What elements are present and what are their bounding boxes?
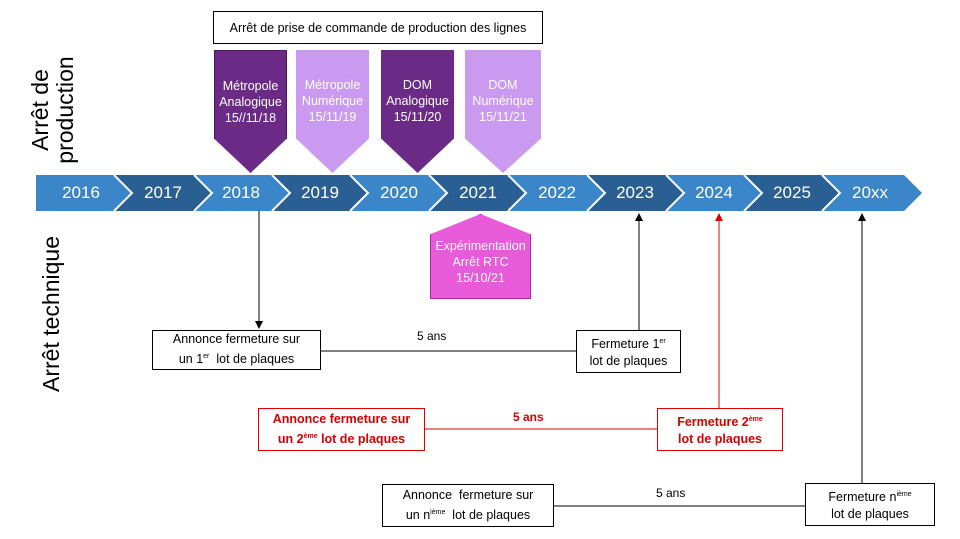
text-part: un 1 xyxy=(178,352,204,367)
closure-batch-2-line1: Fermeture 2ème xyxy=(658,411,782,431)
chevron-2024 xyxy=(666,175,762,211)
year-label-20xx: 20xx xyxy=(852,183,888,202)
pentagon-line: Métropole xyxy=(304,78,361,92)
side-label-technique: Arrêt technique xyxy=(38,236,64,392)
announce-batch-1: Annonce fermeture sur un 1er lot de plaq… xyxy=(152,330,321,370)
text-part: lot de plaques xyxy=(317,432,406,447)
chevron-2025 xyxy=(744,175,840,211)
pentagon-line: DOM xyxy=(402,78,433,92)
superscript: ème xyxy=(303,432,318,440)
pentagon-dom-analogique: DOM Analogique 15/11/20 xyxy=(381,50,454,173)
pentagon-line: Numérique xyxy=(301,94,364,108)
closure-batch-1: Fermeture 1er lot de plaques xyxy=(576,330,681,373)
year-label-2024: 2024 xyxy=(695,183,733,202)
text-part: Fermeture n xyxy=(828,490,897,505)
chevron-20xx xyxy=(822,175,922,211)
experimentation-line: Expérimentation xyxy=(435,239,526,253)
duration-batch-2: 5 ans xyxy=(513,410,544,424)
pentagon-line: 15/11/20 xyxy=(393,110,442,124)
year-label-2021: 2021 xyxy=(459,183,497,202)
year-label-2023: 2023 xyxy=(616,183,654,202)
text-part: lot de plaques xyxy=(209,352,295,367)
closure-batch-n-line2: lot de plaques xyxy=(831,507,909,522)
chevron-2020 xyxy=(350,175,447,211)
chevron-2023 xyxy=(587,175,684,211)
chevron-2021 xyxy=(429,175,526,211)
pentagon-dom-numerique: DOM Numérique 15/11/21 xyxy=(465,50,541,173)
closure-batch-n-line1: Fermeture nième xyxy=(806,486,934,506)
text-part: Fermeture 1 xyxy=(591,337,660,352)
pentagon-line: Numérique xyxy=(472,94,534,108)
text-part: lot de plaques xyxy=(445,508,531,523)
closure-batch-2: Fermeture 2ème lot de plaques xyxy=(657,408,783,451)
experimentation-pentagon: Expérimentation Arrêt RTC 15/10/21 xyxy=(430,214,531,299)
timeline-chevrons xyxy=(36,175,922,211)
year-label-2020: 2020 xyxy=(380,183,418,202)
pentagon-line: 15//11/18 xyxy=(224,111,277,125)
superscript: ième xyxy=(896,490,912,498)
text-part: un n xyxy=(405,508,431,523)
announce-batch-n: Annonce fermeture sur un nième lot de pl… xyxy=(382,484,554,527)
chevron-2022 xyxy=(508,175,605,211)
announce-batch-n-line1: Annonce fermeture sur xyxy=(402,487,534,502)
chevron-2017 xyxy=(114,175,212,211)
announce-batch-2-line1: Annonce fermeture sur xyxy=(272,411,411,426)
announce-batch-1-line2: un 1er lot de plaques xyxy=(153,348,320,368)
duration-batch-n: 5 ans xyxy=(656,486,686,500)
closure-batch-n: Fermeture nième lot de plaques xyxy=(805,483,935,526)
superscript: er xyxy=(203,353,210,361)
side-label-production: Arrêt de production xyxy=(27,45,78,175)
text-part: un 2 xyxy=(277,432,304,447)
year-label-2025: 2025 xyxy=(773,183,811,202)
year-label-2016: 2016 xyxy=(62,183,100,202)
pentagon-line: 15/11/21 xyxy=(479,110,527,124)
chevron-2019 xyxy=(272,175,368,211)
pentagon-metropole-numerique: Métropole Numérique 15/11/19 xyxy=(296,50,369,173)
announce-batch-1-line1: Annonce fermeture sur xyxy=(172,332,301,347)
year-label-2017: 2017 xyxy=(144,183,182,202)
pentagon-line: 15/11/19 xyxy=(308,110,357,124)
production-stop-title-box: Arrêt de prise de commande de production… xyxy=(213,11,543,44)
closure-batch-1-line2: lot de plaques xyxy=(589,354,668,369)
pentagon-line: Analogique xyxy=(386,94,449,108)
closure-batch-2-line2: lot de plaques xyxy=(677,432,763,447)
superscript: ième xyxy=(430,508,446,516)
text-part: Fermeture 2 xyxy=(677,415,749,430)
announce-batch-2: Annonce fermeture sur un 2ème lot de pla… xyxy=(258,408,425,451)
pentagon-metropole-analogique: Métropole Analogique 15//11/18 xyxy=(214,50,287,173)
duration-batch-1: 5 ans xyxy=(417,329,447,343)
pentagon-line: Analogique xyxy=(219,95,282,109)
year-label-2022: 2022 xyxy=(538,183,576,202)
superscript: er xyxy=(659,337,666,345)
pentagon-line: Métropole xyxy=(222,79,279,93)
announce-batch-2-line2: un 2ème lot de plaques xyxy=(259,428,424,448)
side-label-production-line2: production xyxy=(52,56,78,164)
announce-batch-n-line2: un nième lot de plaques xyxy=(383,504,553,524)
year-label-2018: 2018 xyxy=(222,183,260,202)
experimentation-line: Arrêt RTC xyxy=(452,255,509,269)
pentagon-line: DOM xyxy=(488,78,518,92)
closure-batch-1-line1: Fermeture 1er xyxy=(577,333,680,353)
side-label-production-line1: Arrêt de xyxy=(27,69,53,151)
year-label-2019: 2019 xyxy=(301,183,339,202)
chevron-2016 xyxy=(36,175,132,211)
superscript: ème xyxy=(748,415,763,423)
experimentation-line: 15/10/21 xyxy=(456,271,505,285)
chevron-2018 xyxy=(194,175,290,211)
